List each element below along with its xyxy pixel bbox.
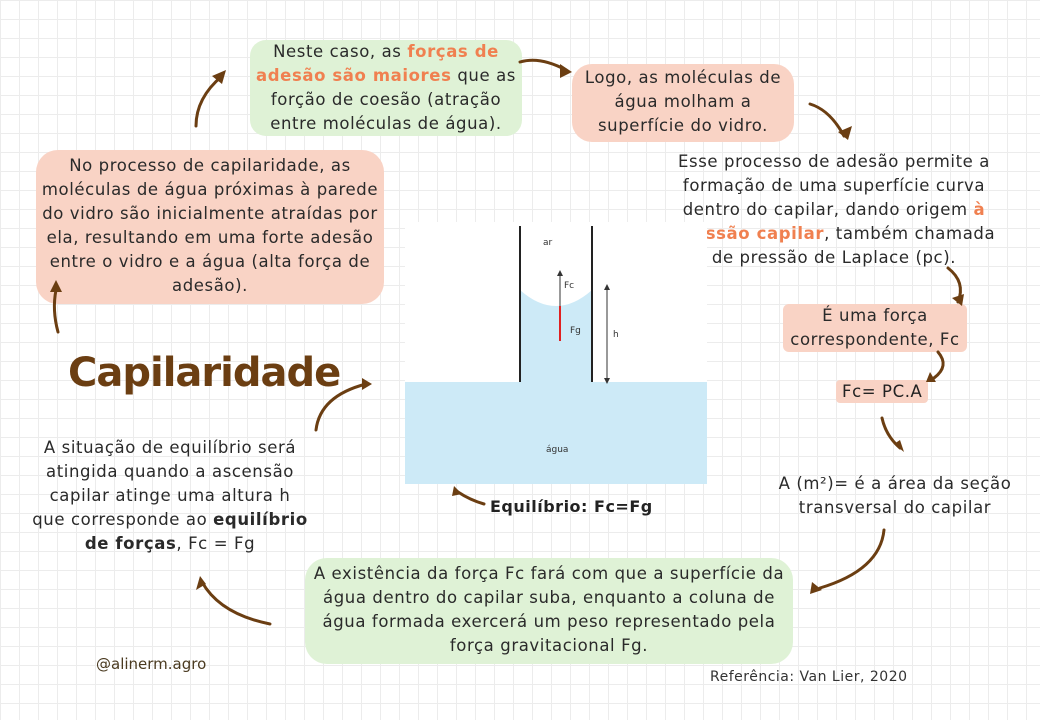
- equilibrium-post: , Fc = Fg: [176, 534, 256, 553]
- height-arrow-head-bottom: [604, 378, 610, 384]
- water-column-text: A existência da força Fc fará com que a …: [313, 564, 785, 655]
- label-fc: Fc: [564, 281, 574, 291]
- equilibrium-text-block: A situação de equilíbrio será atingida q…: [32, 436, 308, 556]
- adhesion-greater-highlight: forças de adesão são maiores: [256, 42, 499, 85]
- arrowhead-greater: [212, 70, 226, 84]
- area-text: A (m²)= é a área da seção transversal do…: [778, 474, 1012, 517]
- laplace-highlight: à pressão capilar: [672, 200, 986, 243]
- wet-glass-text: Logo, as moléculas de água molham a supe…: [584, 68, 782, 135]
- arrowhead-force: [952, 294, 964, 306]
- arrow-greater-to-wet: [518, 58, 568, 72]
- adhesion-process-box: No processo de capilaridade, as molécula…: [36, 150, 384, 304]
- arrow-caption-to-figure: [456, 490, 486, 506]
- arrowhead-caption: [452, 486, 462, 496]
- page-title: Capilaridade: [68, 350, 341, 396]
- adhesion-process-text: No processo de capilaridade, as molécula…: [41, 156, 379, 295]
- fc-arrow-head: [557, 270, 563, 276]
- label-fg: Fg: [570, 326, 581, 336]
- force-fc-tag: É uma força correspondente, Fc: [783, 304, 967, 352]
- arrowhead-wet: [560, 64, 572, 78]
- label-air: ar: [543, 238, 553, 248]
- adhesion-greater-pre: Neste caso, as: [273, 42, 408, 61]
- arrowhead-laplace: [838, 126, 852, 140]
- force-fc-text: É uma força correspondente, Fc: [790, 306, 960, 349]
- label-water: água: [546, 445, 568, 455]
- formula-tag: Fc= PC.A: [836, 380, 929, 403]
- arrow-equilibrium-to-figure: [314, 382, 368, 432]
- arrowhead-equilibrium: [196, 576, 206, 590]
- wet-glass-box: Logo, as moléculas de água molham a supe…: [572, 64, 794, 142]
- adhesion-greater-box: Neste caso, as forças de adesão são maio…: [250, 40, 522, 136]
- capillary-water-column: [520, 290, 592, 383]
- arrow-force-to-formula: [932, 350, 945, 380]
- reference-text: Referência: Van Lier, 2020: [710, 669, 908, 685]
- water-reservoir: [405, 382, 707, 484]
- author-handle: @alinerm.agro: [96, 655, 207, 673]
- arrowhead-title: [50, 280, 62, 292]
- adhesion-greater-post: que as forção de coesão (atração entre m…: [270, 66, 516, 133]
- laplace-text-block: Esse processo de adesão permite a formaç…: [662, 150, 1006, 270]
- equilibrium-bold: equilíbrio de forças: [84, 510, 308, 553]
- arrowhead-area: [894, 440, 904, 452]
- equilibrium-caption: Equilíbrio: Fc=Fg: [490, 497, 653, 516]
- height-arrow-head-top: [604, 284, 610, 290]
- area-text-block: A (m²)= é a área da seção transversal do…: [770, 472, 1020, 520]
- arrowhead-column: [810, 582, 822, 594]
- laplace-post: , também chamada de pressão de Laplace (…: [711, 224, 996, 267]
- arrowhead-formula: [926, 372, 936, 382]
- arrow-column-to-equilibrium: [200, 580, 272, 626]
- arrow-wet-to-laplace: [808, 102, 846, 138]
- water-column-box: A existência da força Fc fará com que a …: [305, 558, 793, 664]
- arrow-title-to-adhesion: [52, 288, 60, 334]
- equilibrium-pre: A situação de equilíbrio será atingida q…: [32, 438, 297, 529]
- laplace-pre: Esse processo de adesão permite a formaç…: [678, 152, 990, 219]
- arrowhead-figure: [362, 378, 372, 390]
- arrow-adhesion-to-greater: [194, 74, 224, 128]
- label-h: h: [613, 330, 619, 340]
- formula-text: Fc= PC.A: [842, 382, 923, 401]
- arrow-area-to-column: [818, 528, 886, 590]
